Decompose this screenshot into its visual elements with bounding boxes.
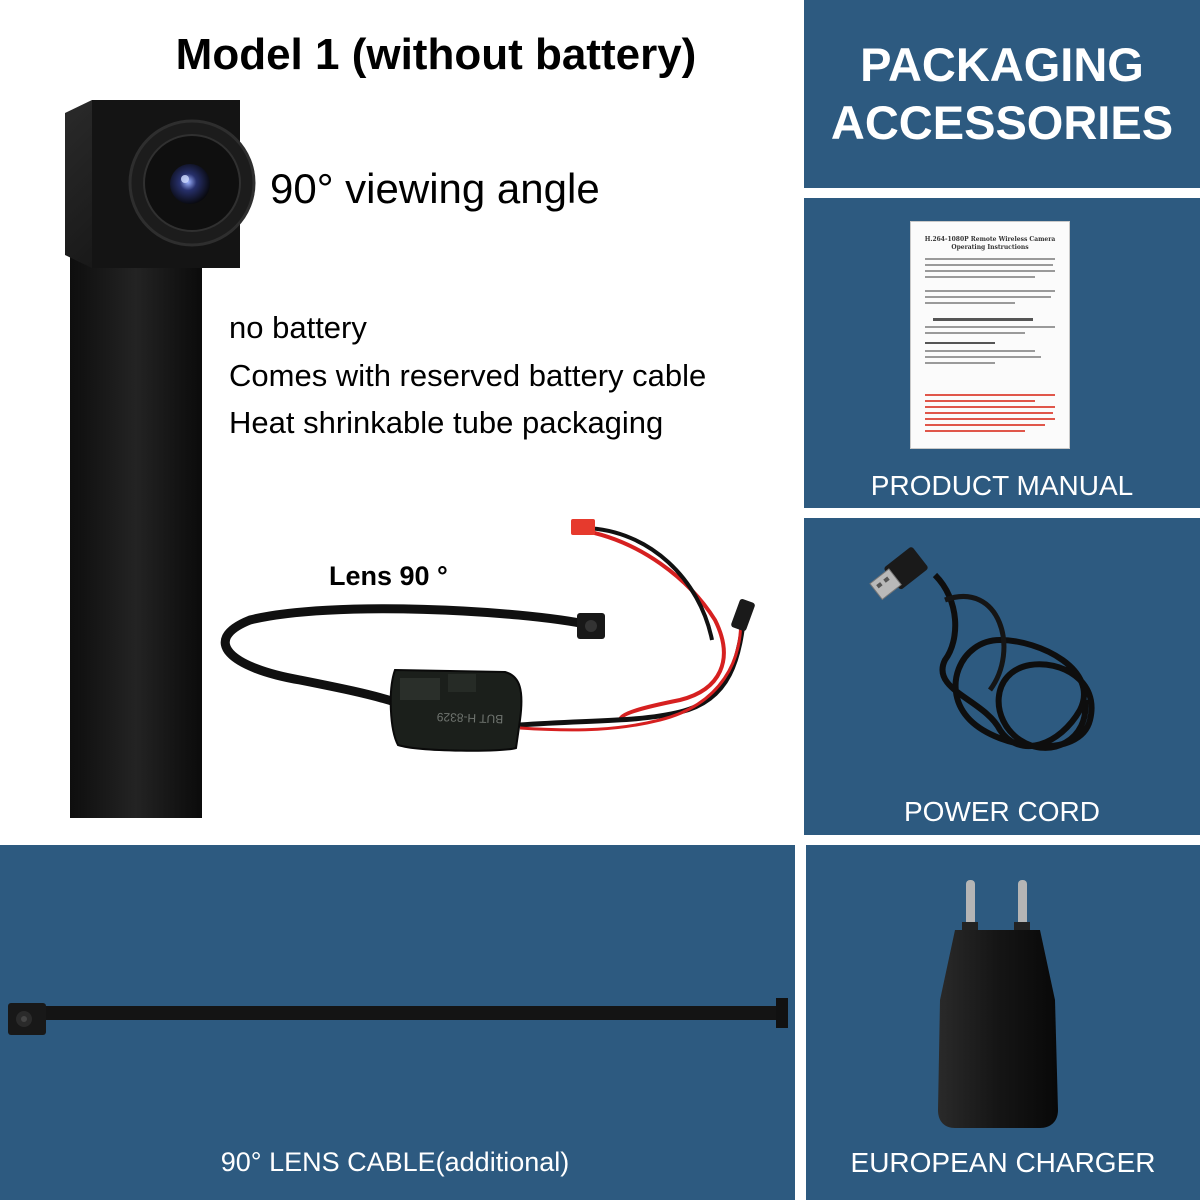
manual-title: H.264-1080P Remote Wireless Camera Opera… — [924, 236, 1056, 251]
caption-power-cord: POWER CORD — [904, 796, 1100, 827]
lens-cable-panel — [0, 845, 795, 1200]
feature-heat-shrink: Heat shrinkable tube packaging — [229, 405, 664, 440]
page-title: Model 1 (without battery) — [175, 30, 697, 79]
caption-european-charger: EUROPEAN CHARGER — [850, 1147, 1156, 1178]
viewing-angle-label: 90° viewing angle — [270, 165, 600, 212]
caption-lens-cable: 90° LENS CABLE(additional) — [220, 1147, 570, 1177]
packaging-header-title: PACKAGING ACCESSORIES — [830, 38, 1174, 149]
lens-label: Lens 90 ° — [329, 561, 448, 591]
module-marking: BUT H-8329 — [436, 710, 503, 726]
feature-no-battery: no battery — [229, 310, 367, 345]
caption-product-manual: PRODUCT MANUAL — [870, 470, 1134, 501]
power-cord-panel — [804, 518, 1200, 835]
product-manual-image: H.264-1080P Remote Wireless Camera Opera… — [911, 222, 1069, 448]
packaging-header-panel — [804, 0, 1200, 188]
feature-battery-cable: Comes with reserved battery cable — [229, 358, 707, 393]
